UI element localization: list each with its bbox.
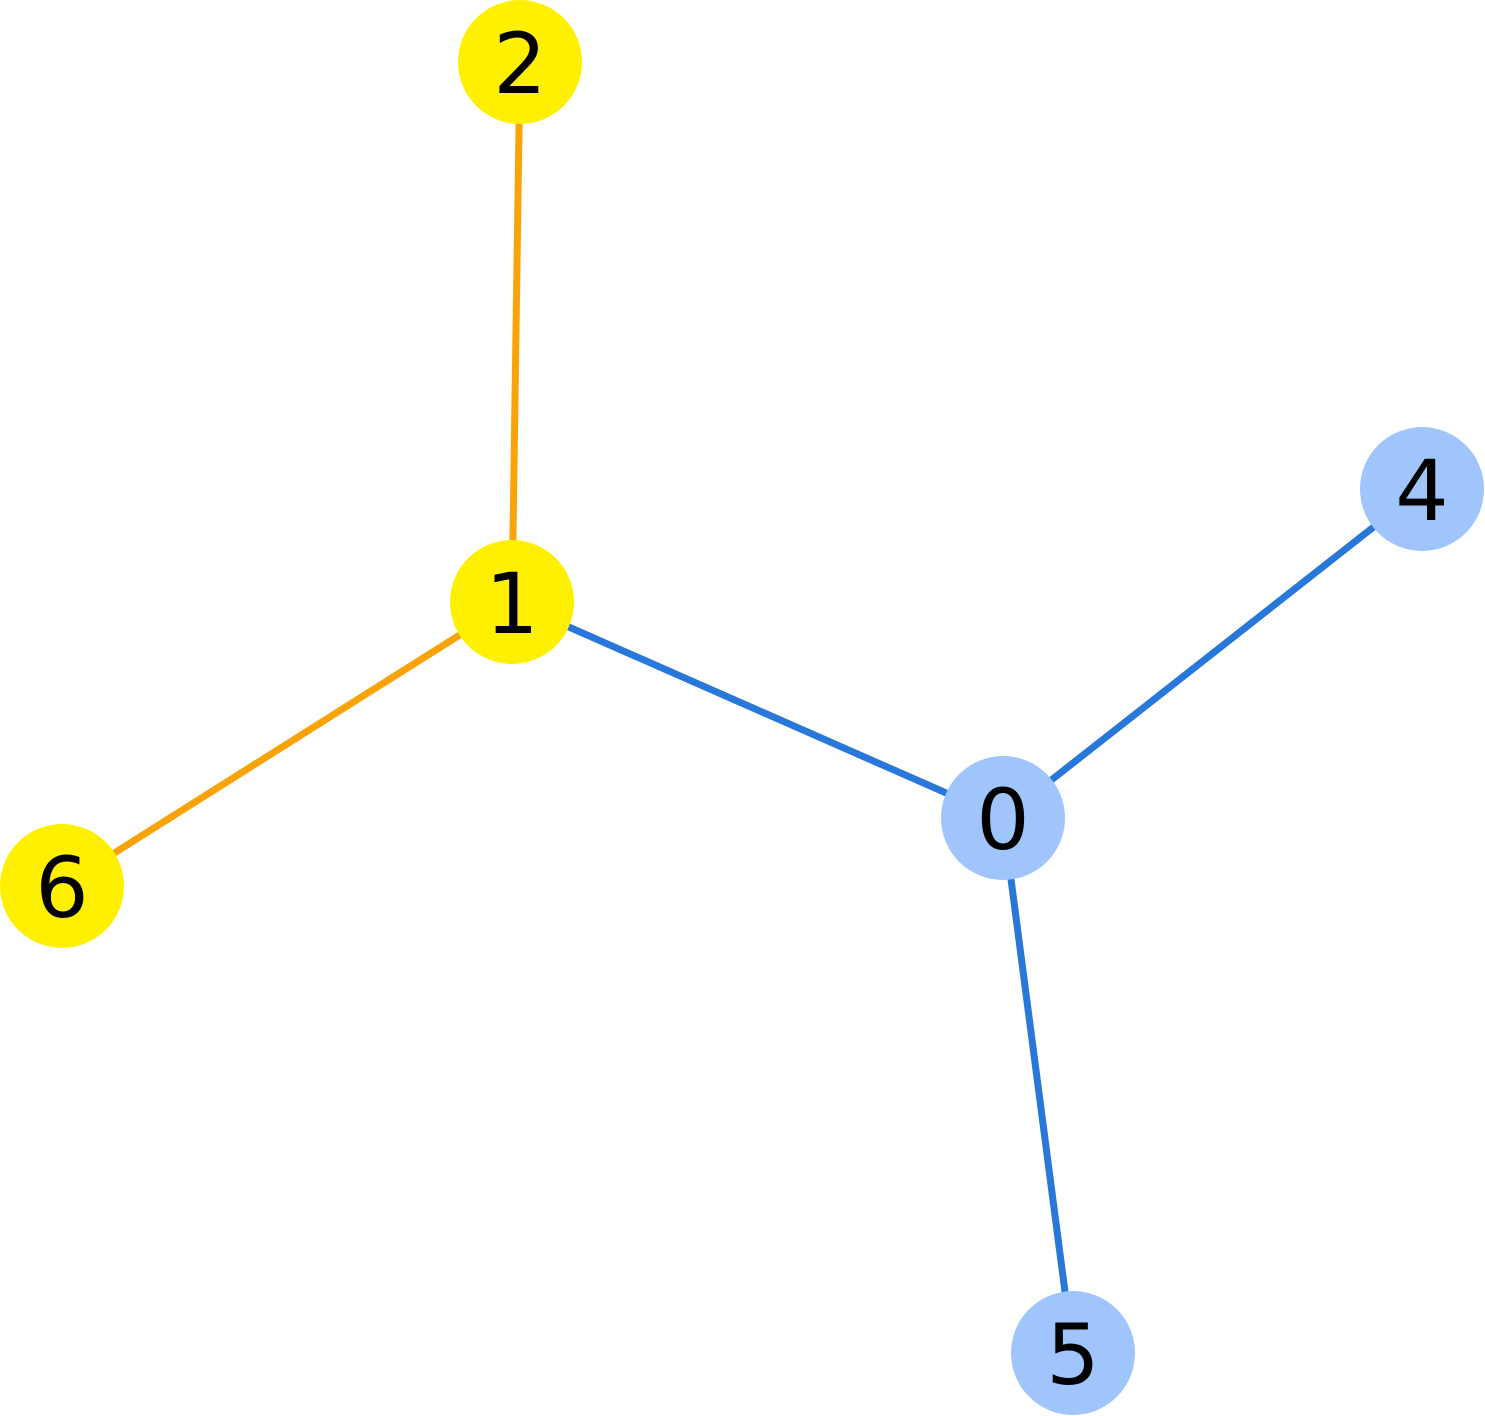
graph-node-circle-5[interactable]	[1011, 1291, 1135, 1415]
graph-node-5[interactable]: 5	[1011, 1291, 1135, 1415]
graph-edge-1-6	[60, 599, 514, 889]
graph-edge-1-0	[510, 598, 1005, 822]
graph-node-0[interactable]: 0	[941, 756, 1065, 880]
graph-node-6[interactable]: 6	[0, 824, 124, 948]
graph-node-4[interactable]: 4	[1360, 427, 1484, 551]
graph-node-circle-4[interactable]	[1360, 427, 1484, 551]
graph-node-circle-1[interactable]	[450, 540, 574, 664]
graph-edge-2-1	[508, 61, 524, 603]
graph-node-circle-0[interactable]	[941, 756, 1065, 880]
graph-edge-0-5	[999, 817, 1077, 1354]
edges-layer	[60, 61, 1425, 1354]
graph-node-circle-6[interactable]	[0, 824, 124, 948]
graph-node-2[interactable]: 2	[458, 0, 582, 124]
graph-node-circle-2[interactable]	[458, 0, 582, 124]
graph-node-1[interactable]: 1	[450, 540, 574, 664]
graph-edge-0-4	[1000, 486, 1425, 821]
